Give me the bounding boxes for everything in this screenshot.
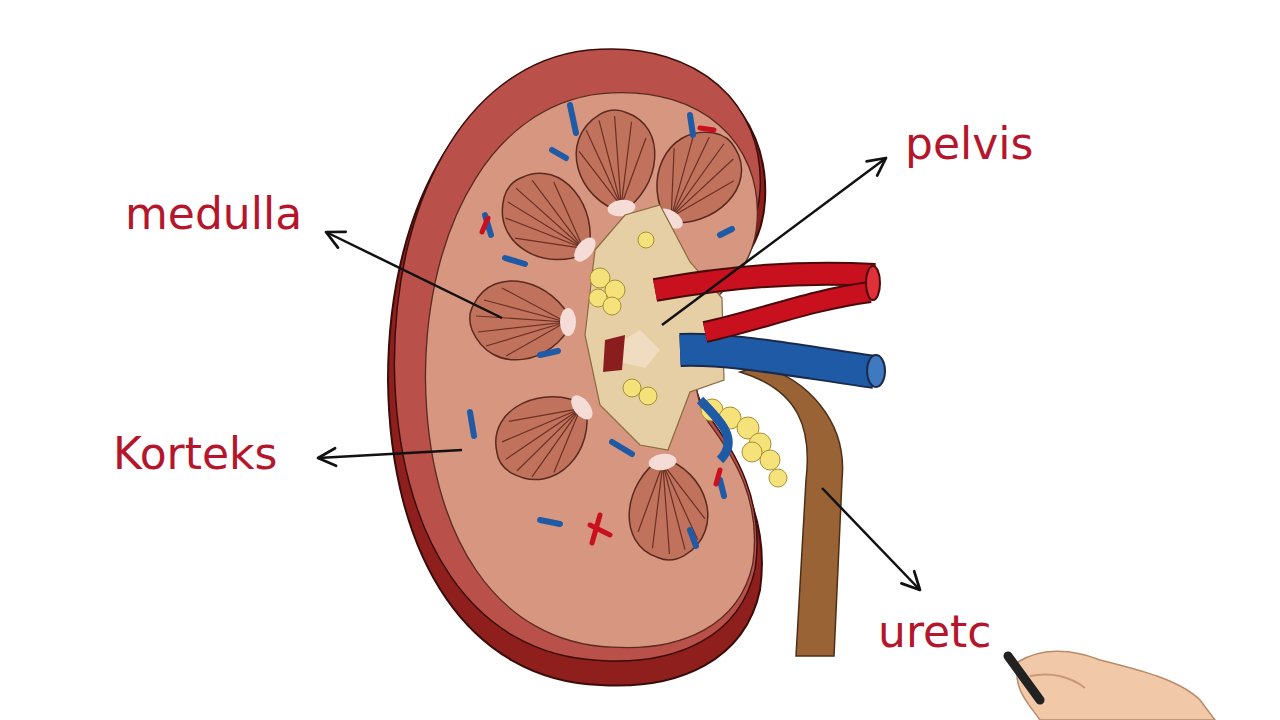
drawing-hand-part: [1008, 656, 1040, 700]
renal-vessels-part: [867, 355, 885, 387]
leader-arrows-part: [318, 450, 462, 458]
renal-vessels-part: [680, 350, 875, 372]
kidney-capsule-part: [425, 93, 757, 648]
ureter-part: [740, 366, 843, 656]
leader-arrows-part: [822, 488, 920, 590]
fat-tissue-part: [603, 297, 621, 315]
renal-pyramids-part: [479, 370, 611, 497]
part-label: pelvis: [905, 120, 1033, 168]
renal-vessels: [655, 266, 885, 460]
small-vessels-part: [470, 105, 732, 546]
fat-tissue-part: [769, 469, 787, 487]
renal-pyramids-part: [470, 281, 576, 360]
leader-arrows: [318, 158, 920, 590]
renal-vessels-part: [705, 292, 870, 332]
drawing-hand-part: [1017, 651, 1215, 720]
renal-pyramids-part: [570, 105, 663, 221]
kidney-capsule: [388, 49, 765, 685]
fat-tissue-part: [638, 232, 654, 248]
renal-pelvis-part: [603, 335, 625, 372]
ureter: [740, 366, 843, 656]
part-label: Korteks: [113, 430, 277, 478]
renal-pelvis: [585, 205, 724, 450]
drawing-hand-part: [1030, 675, 1085, 689]
renal-vessels-part: [700, 400, 728, 460]
fat-tissue-part: [742, 442, 762, 462]
kidney-capsule-part: [388, 55, 765, 686]
renal-pelvis-part: [585, 205, 724, 450]
renal-vessels-part: [705, 292, 870, 332]
renal-pyramids-part: [621, 449, 714, 565]
small-vessels: [470, 105, 732, 546]
leader-arrows-part: [326, 232, 502, 318]
renal-vessels-part: [680, 350, 875, 372]
part-label: medulla: [125, 190, 302, 238]
fat-tissue-part: [639, 387, 657, 405]
drawing-hand: [1008, 651, 1215, 720]
leader-arrows-part: [662, 158, 886, 325]
part-label: uretc: [878, 608, 992, 656]
fat-tissue-part: [760, 450, 780, 470]
fat-tissue-part: [623, 379, 641, 397]
renal-vessels-part: [866, 266, 880, 300]
